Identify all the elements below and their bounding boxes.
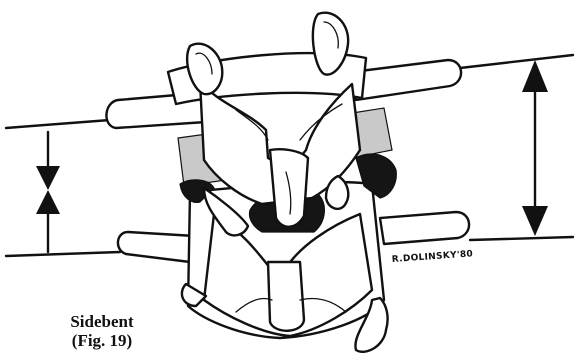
left-double-arrow <box>36 132 60 252</box>
lower-spinous-process <box>268 262 304 331</box>
upper-right-transverse-process <box>352 60 461 100</box>
upper-vertebra <box>106 13 461 236</box>
left-lower-reference-line <box>6 252 120 256</box>
artist-signature: R.DOLINSKY'80 <box>392 249 474 265</box>
right-upper-reference-line <box>460 55 573 68</box>
left-upper-reference-line <box>6 120 110 128</box>
right-arrow-bottom-head <box>522 206 548 236</box>
lower-right-transverse-process <box>380 212 469 244</box>
left-arrow-down-head <box>36 166 60 190</box>
right-double-arrow <box>522 60 548 236</box>
right-lower-reference-line <box>470 237 573 240</box>
caption-figure-number: (Fig. 19) <box>52 331 152 350</box>
lower-left-transverse-process <box>118 232 195 262</box>
figure-caption: Sidebent (Fig. 19) <box>52 312 152 350</box>
caption-title: Sidebent <box>52 312 152 331</box>
